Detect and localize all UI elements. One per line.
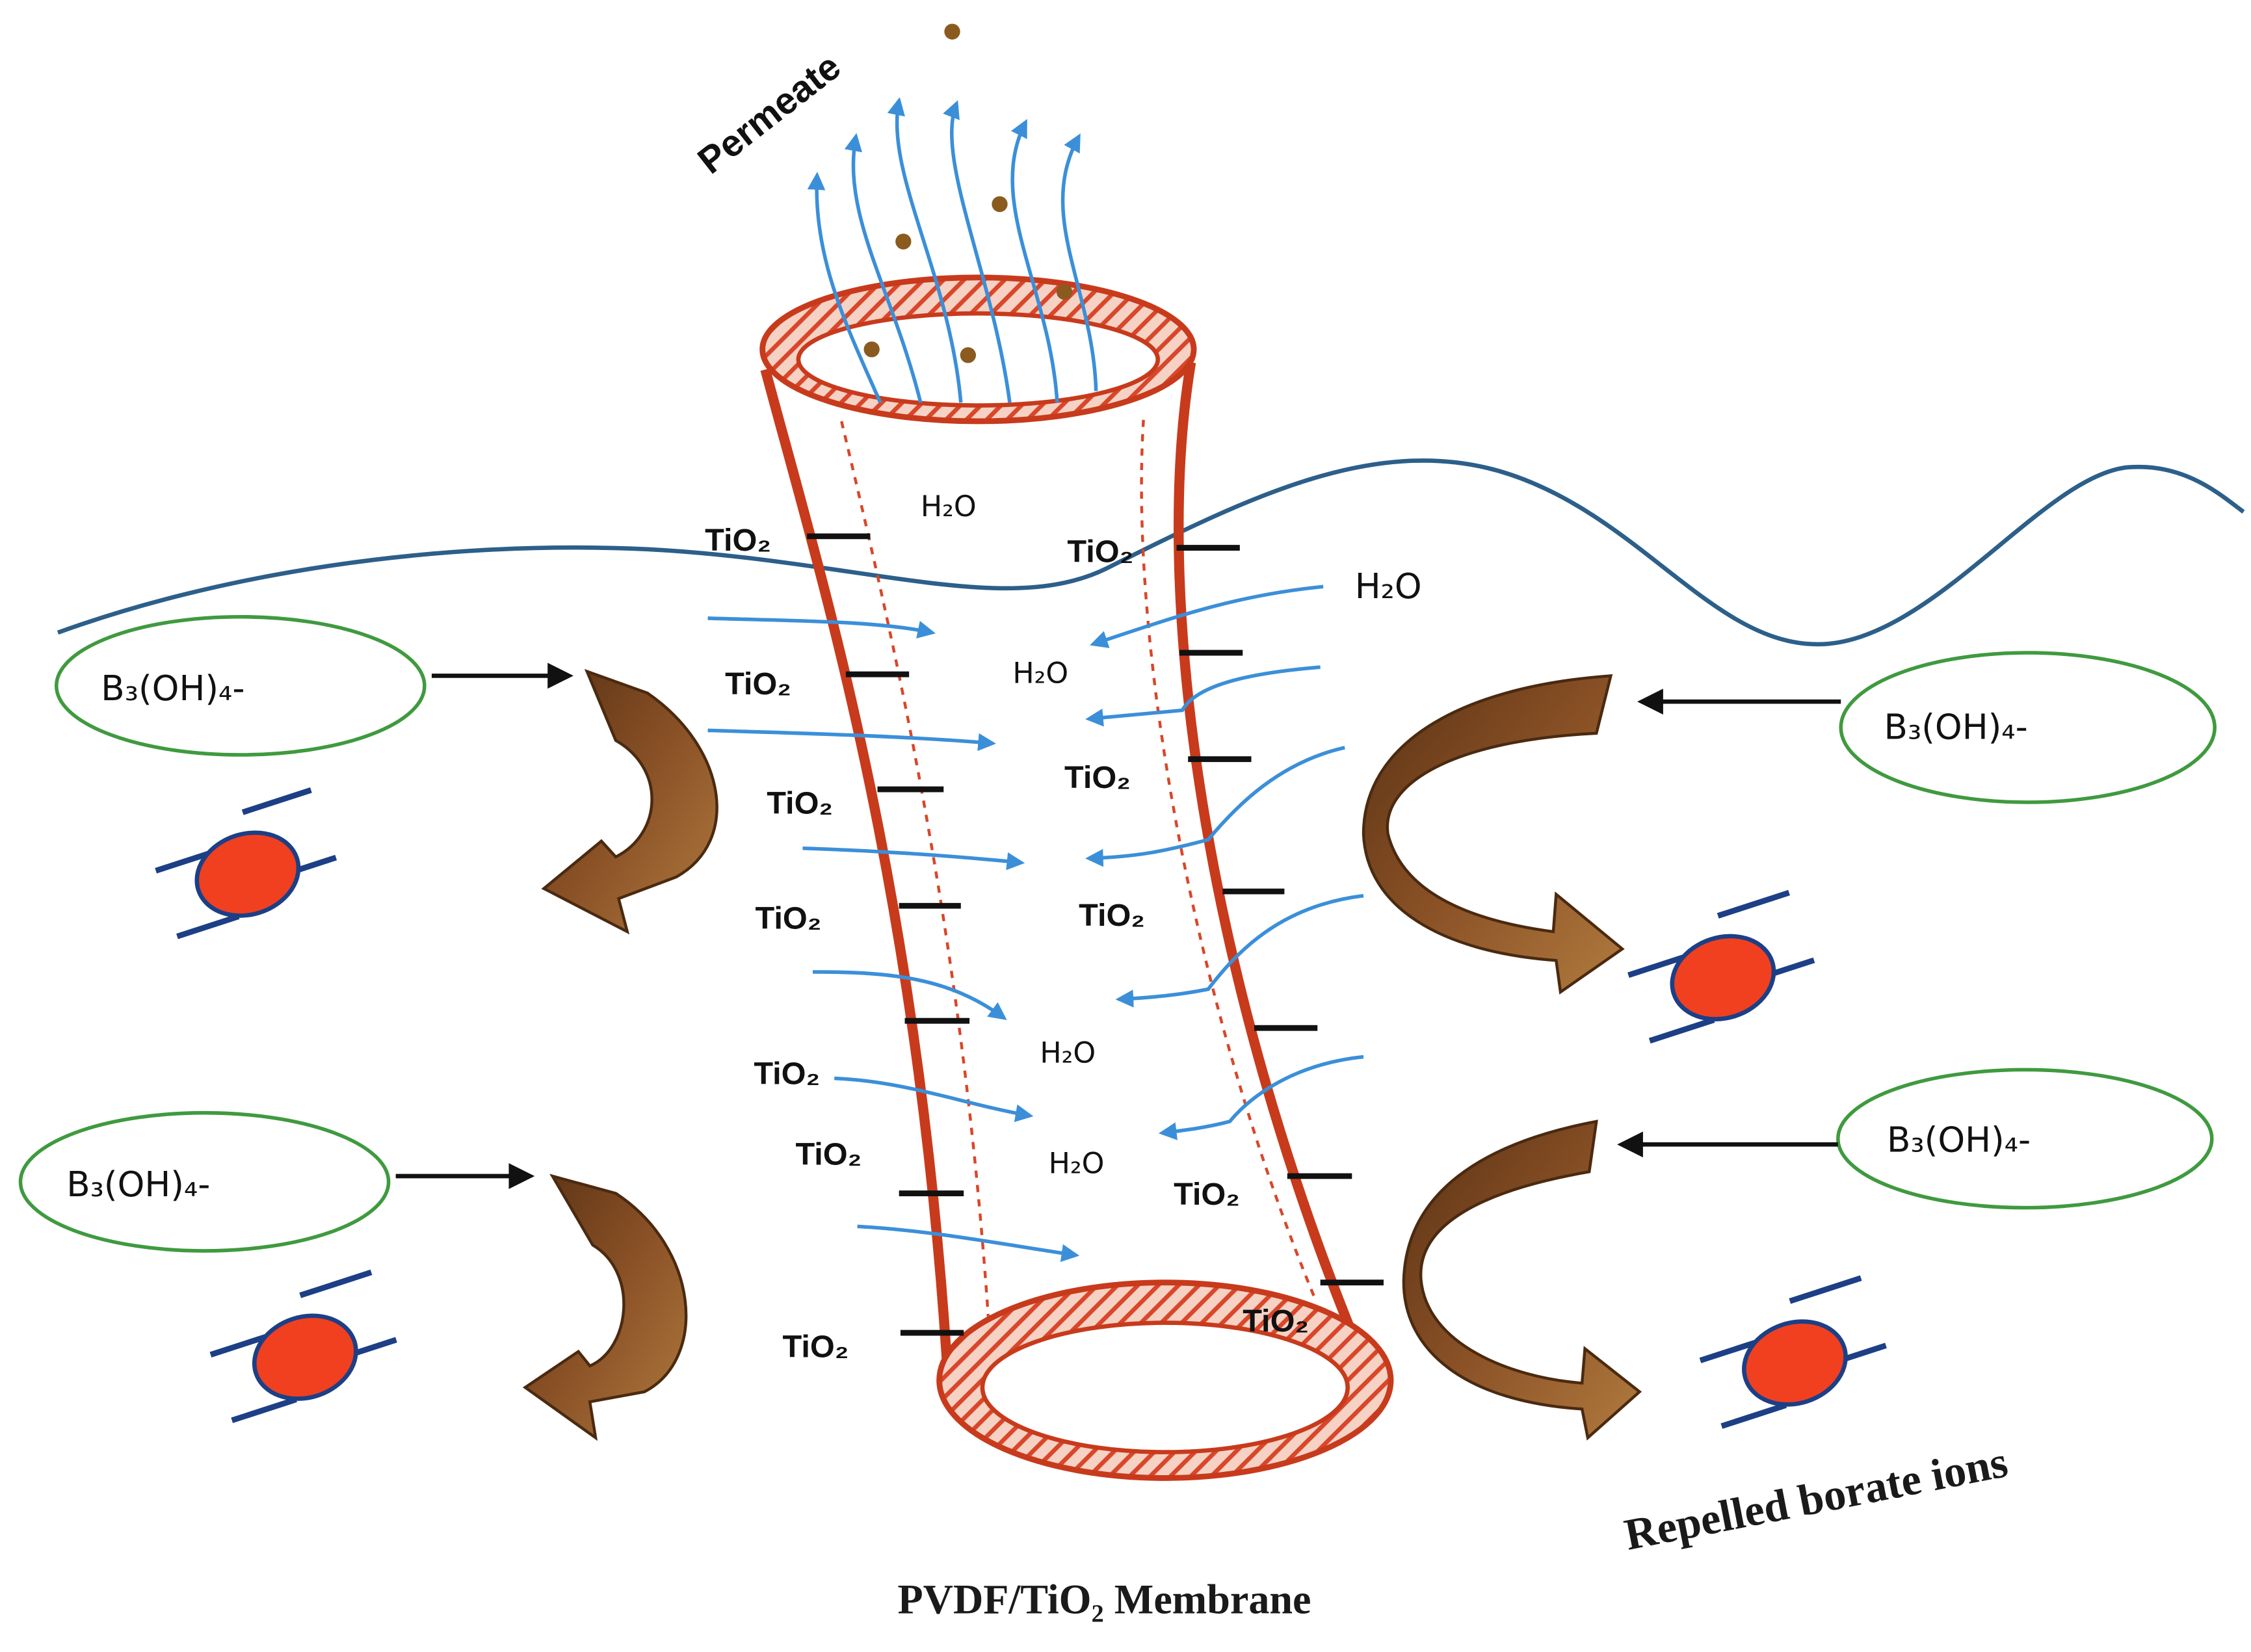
- water-label: H₂O: [1049, 1147, 1105, 1181]
- water-inflow-arrows: [707, 584, 1364, 1263]
- tio2-label: TiO₂: [795, 1136, 862, 1172]
- approach-arrows: [395, 662, 1841, 1189]
- borate-label: B₃(OH)₄-: [101, 668, 244, 709]
- permeate-flow: [807, 97, 1098, 404]
- borate-ion-icon: [209, 1269, 397, 1423]
- borate-label: B₃(OH)₄-: [1887, 1120, 2031, 1160]
- tio2-label: TiO₂: [756, 901, 822, 936]
- tio2-ticks: [807, 533, 1384, 1336]
- tio2-label: TiO₂: [754, 1056, 820, 1091]
- borate-ion-icon: [155, 787, 337, 939]
- tio2-label: TiO₂: [1174, 1177, 1240, 1212]
- water-surface-line: [57, 458, 2245, 647]
- deflection-arrows: [522, 669, 1642, 1441]
- borate-ovals: B₃(OH)₄- B₃(OH)₄- B₃(OH)₄- B₃(OH)₄-: [18, 614, 2217, 1253]
- tio2-label: TiO₂: [1067, 534, 1133, 570]
- tio2-label: TiO₂: [1064, 760, 1131, 795]
- tio2-labels: TiO₂ TiO₂ TiO₂ TiO₂ TiO₂ TiO₂ TiO₂ TiO₂ …: [705, 523, 1309, 1365]
- tio2-label: TiO₂: [725, 666, 791, 701]
- borate-label: B₃(OH)₄-: [1884, 707, 2028, 748]
- tio2-label: TiO₂: [1079, 898, 1145, 933]
- tio2-label: TiO₂: [705, 523, 771, 558]
- water-labels: H₂O H₂O H₂O H₂O H₂O: [921, 490, 1422, 1181]
- water-label: H₂O: [1040, 1036, 1096, 1069]
- permeate-particles: [863, 23, 1073, 363]
- borate-label: B₃(OH)₄-: [66, 1164, 210, 1205]
- water-label: H₂O: [1355, 566, 1422, 607]
- water-label: H₂O: [921, 490, 977, 523]
- borate-ion-icon: [1627, 889, 1815, 1044]
- water-label: H₂O: [1012, 657, 1068, 690]
- tio2-label: TiO₂: [767, 786, 833, 821]
- repelled-borate-label: Repelled borate ions: [1620, 1437, 2011, 1560]
- borate-ion-icon: [1699, 1275, 1887, 1429]
- tio2-label: TiO₂: [783, 1330, 849, 1365]
- permeate-label: Permeate: [691, 46, 849, 182]
- membrane-caption: PVDF/TiO₂ Membrane: [897, 1576, 1311, 1622]
- repelled-ions: [155, 787, 1887, 1429]
- membrane-tube: [759, 274, 1394, 1481]
- tio2-label: TiO₂: [1243, 1304, 1309, 1339]
